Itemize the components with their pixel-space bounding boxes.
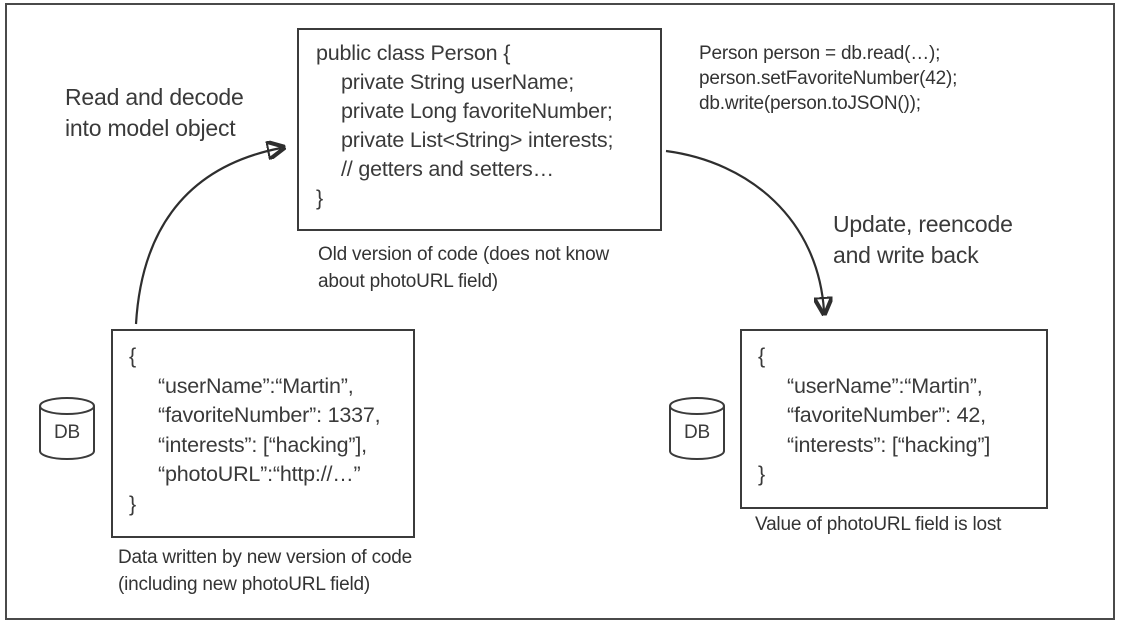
read-decode-label: Read and decode into model object bbox=[65, 84, 244, 141]
db-cylinder-left: DB bbox=[38, 396, 96, 462]
json-line: “favoriteNumber”: 1337, bbox=[158, 403, 381, 427]
code-line: Person person = db.read(…); bbox=[699, 43, 941, 64]
json-line: { bbox=[129, 344, 136, 368]
code-line: private String userName; bbox=[341, 70, 574, 94]
json-line: “interests”: [“hacking”], bbox=[158, 432, 367, 457]
json-line: { bbox=[758, 344, 765, 368]
person-class-box: public class Person { private String use… bbox=[297, 28, 662, 231]
diagram-frame bbox=[5, 3, 1115, 620]
json-box-lost-data: { “userName”:“Martin”, “favoriteNumber”:… bbox=[740, 329, 1048, 509]
code-line: public class Person { bbox=[316, 41, 511, 65]
database-icon: DB bbox=[669, 397, 725, 460]
db-label: DB bbox=[54, 422, 80, 443]
json-line: “photoURL”:“http://…” bbox=[158, 462, 361, 486]
new-data-caption: Data written by new version of code (inc… bbox=[118, 547, 412, 595]
json-line: “userName”:“Martin”, bbox=[158, 373, 354, 398]
code-line: } bbox=[316, 186, 323, 210]
json-line: } bbox=[129, 491, 136, 516]
json-line: “interests”: [“hacking”] bbox=[787, 432, 991, 457]
code-line: // getters and setters… bbox=[341, 157, 554, 181]
update-writeback-label: Update, reencode and write back bbox=[833, 211, 1013, 268]
old-code-caption: Old version of code (does not know about… bbox=[318, 244, 610, 292]
code-line: db.write(person.toJSON()); bbox=[699, 93, 921, 114]
json-line: “favoriteNumber”: 42, bbox=[787, 403, 986, 427]
code-line: private Long favoriteNumber; bbox=[341, 99, 613, 123]
update-code-snippet: Person person = db.read(…); person.setFa… bbox=[699, 41, 957, 116]
json-box-new-data: { “userName”:“Martin”, “favoriteNumber”:… bbox=[111, 329, 415, 538]
json-line: } bbox=[758, 462, 765, 486]
db-label: DB bbox=[684, 422, 710, 443]
database-icon: DB bbox=[39, 397, 95, 460]
code-line: private List<String> interests; bbox=[341, 128, 614, 152]
db-cylinder-right: DB bbox=[668, 396, 726, 462]
json-line: “userName”:“Martin”, bbox=[787, 373, 983, 398]
code-line: person.setFavoriteNumber(42); bbox=[699, 68, 958, 89]
lost-field-caption: Value of photoURL field is lost bbox=[755, 514, 1002, 535]
